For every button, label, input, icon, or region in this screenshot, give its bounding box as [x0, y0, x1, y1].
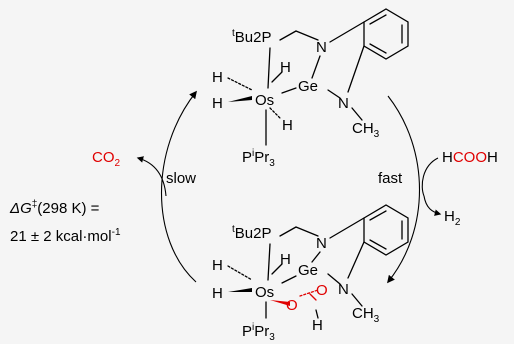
bottom-o1-label: O [286, 297, 298, 314]
bottom-h-left2: H [212, 285, 223, 302]
right-arrow-group: fast HCOOH H2 [378, 95, 498, 284]
bottom-n2-label: N [338, 281, 349, 298]
activation-energy-line1: ΔG‡(298 K) = [9, 199, 100, 217]
fast-label: fast [378, 170, 403, 187]
top-ge-label: Ge [298, 78, 318, 95]
bottom-h-top: H [280, 251, 291, 268]
h2-product: H2 [444, 208, 461, 228]
top-n2-label: N [338, 95, 349, 112]
co2-product: CO2 [92, 149, 121, 169]
bottom-h-formate: H [312, 317, 323, 334]
top-pipr3-label: PiPr3 [242, 148, 275, 169]
right-curved-arrow [387, 95, 420, 284]
activation-energy-line2: 21 ± 2 kcal·mol-1 [10, 227, 121, 245]
right-hcooh-branch-arrow [421, 157, 439, 197]
top-h-left2: H [212, 95, 223, 112]
bottom-o2-label: O [316, 282, 328, 299]
top-p-label: tBu2P [232, 28, 271, 46]
left-curved-arrow [160, 90, 197, 283]
top-os-label: Os [255, 92, 274, 109]
top-h-top: H [280, 59, 291, 76]
top-h-left: H [212, 69, 223, 86]
left-co2-branch-arrow [136, 156, 167, 197]
bottom-complex: tBu2P N Ge N CH3 Os H H H O O H PiPr3 [212, 204, 409, 343]
right-h2-branch-arrow [423, 195, 442, 216]
top-h-bottom: H [282, 117, 293, 134]
slow-label: slow [166, 170, 196, 187]
bottom-pipr3-label: PiPr3 [242, 322, 275, 343]
left-arrow-group: slow CO2 ΔG‡(298 K) = 21 ± 2 kcal·mol-1 [9, 90, 197, 283]
bottom-p-label: tBu2P [232, 224, 271, 242]
hcooh-reagent: HCOOH [442, 149, 498, 166]
bottom-ch3-label: CH3 [352, 305, 380, 325]
bottom-ge-label: Ge [298, 262, 318, 279]
bottom-h-left: H [212, 257, 223, 274]
bottom-n1-label: N [316, 235, 327, 252]
bottom-os-label: Os [255, 284, 274, 301]
top-ch3-label: CH3 [352, 120, 380, 140]
top-complex: tBu2P N Ge N CH3 Os H H H H PiPr3 [212, 8, 409, 169]
top-n1-label: N [316, 39, 327, 56]
